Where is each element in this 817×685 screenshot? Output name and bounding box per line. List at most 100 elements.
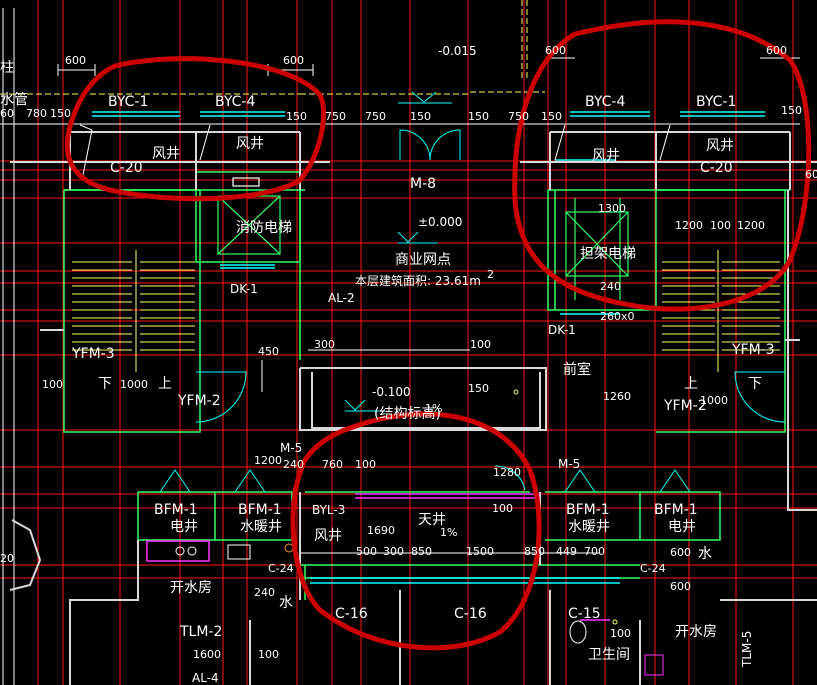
label-m5-left: M-5 [280, 441, 302, 455]
label-stretcher-elevator: 担架电梯 [580, 246, 636, 262]
dim-bottom-1500: 1500 [466, 545, 494, 558]
label-elev-000: ±0.000 [418, 215, 462, 229]
label-m5-right: M-5 [558, 457, 580, 471]
label-area-sup: 2 [487, 268, 494, 281]
dimension-lines [0, 8, 800, 685]
label-fengjing-lower: 风井 [314, 528, 342, 544]
dim-top-600-right-b: 600 [766, 44, 787, 57]
label-bfm1-b: BFM-1 [238, 502, 282, 518]
markup-circles [64, 19, 812, 651]
label-down-left: 下 [98, 376, 112, 392]
dim-bottom-500: 500 [356, 545, 377, 558]
elevation-markers [344, 91, 452, 412]
dim-elev-1300: 1300 [598, 202, 626, 215]
label-pct-1: 1% [440, 526, 457, 539]
dim-stair-100: 100 [710, 219, 731, 232]
label-c24-right: C-24 [640, 562, 666, 575]
dim-stair-1260: 1260 [603, 390, 631, 403]
label-c16-left: C-16 [335, 606, 368, 622]
label-byl3: BYL-3 [312, 503, 345, 517]
dim-top-750-left: 750 [325, 110, 346, 123]
label-fengjing-4: 风井 [706, 138, 734, 154]
dim-bottom-850b: 850 [524, 545, 545, 558]
fixtures [175, 389, 664, 676]
label-bfm1-c: BFM-1 [566, 502, 610, 518]
label-tlm5: TLM-5 [740, 631, 754, 668]
label-fengjing-2: 风井 [236, 136, 264, 152]
dim-lower-240b: 240 [254, 586, 275, 599]
dim-edge-20: 20 [0, 552, 14, 565]
label-c20-left: C-20 [110, 160, 143, 176]
label-byc4-right: BYC-4 [585, 94, 625, 110]
dim-edge-60: 60 [0, 107, 14, 120]
label-edge-top: 柱 [0, 60, 14, 76]
label-dk1-left: DK-1 [230, 282, 258, 296]
dim-top-60-right: 60 [805, 168, 817, 181]
label-shui-right: 水 [698, 546, 712, 562]
dim-edge-100: 100 [42, 378, 63, 391]
label-bfm1-a: BFM-1 [154, 502, 198, 518]
dim-top-600-mid: 600 [283, 54, 304, 67]
label-dianjing-left: 电井 [170, 519, 198, 535]
label-c16-mid: C-16 [454, 606, 487, 622]
dim-elev-260: 260x0 [600, 310, 635, 323]
dim-bottom-850: 850 [411, 545, 432, 558]
dim-stair-1200-a: 1200 [675, 219, 703, 232]
dim-lower-240: 240 [283, 458, 304, 471]
dim-stair-1000-left: 1000 [120, 378, 148, 391]
label-pct-top: 1% [425, 402, 442, 415]
dim-top-600-left: 600 [65, 54, 86, 67]
label-dianjing-right: 电井 [668, 519, 696, 535]
door-swings [159, 129, 786, 493]
dim-lower-100: 100 [355, 458, 376, 471]
dim-stair-1000-right: 1000 [700, 394, 728, 407]
dim-bottom-300: 300 [383, 545, 404, 558]
dim-center-300: 300 [314, 338, 335, 351]
dim-top-600-right-a: 600 [545, 44, 566, 57]
label-yfm3-right: YFM-3 [731, 342, 775, 358]
dim-lower-1200: 1200 [254, 454, 282, 467]
label-kaishui-left: 开水房 [170, 580, 212, 596]
label-dk1-right: DK-1 [548, 323, 576, 337]
dim-top-750-mid: 750 [365, 110, 386, 123]
label-byc4-left: BYC-4 [215, 94, 255, 110]
dim-top-150-left: 150 [286, 110, 307, 123]
dim-lower-100c: 100 [258, 648, 279, 661]
dim-stair-1200-b: 1200 [737, 219, 765, 232]
elevator-stretcher [565, 198, 629, 300]
dim-top-150-a: 150 [410, 110, 431, 123]
label-kaishui-right: 开水房 [675, 624, 717, 640]
label-c20-right: C-20 [700, 160, 733, 176]
label-elev-top: -0.015 [438, 44, 477, 58]
windows-glazing [92, 111, 765, 584]
dim-bottom-449: 449 [556, 545, 577, 558]
label-bfm1-d: BFM-1 [654, 502, 698, 518]
dim-center-450: 450 [258, 345, 279, 358]
dim-lower-1600: 1600 [193, 648, 221, 661]
shaft-details [79, 124, 671, 181]
dim-top-750-b: 750 [508, 110, 529, 123]
label-up-right: 上 [684, 376, 698, 392]
dim-bottom-700: 700 [584, 545, 605, 558]
dim-lower-150: 150 [468, 382, 489, 395]
label-struct-note: (结构标高) [374, 405, 441, 422]
label-al4: AL-4 [192, 671, 219, 685]
dim-lower-600: 600 [670, 546, 691, 559]
label-fengjing-3: 风井 [592, 148, 620, 164]
structural-walls [9, 131, 817, 685]
label-yfm2-left: YFM-2 [177, 393, 221, 409]
label-down-right: 下 [748, 376, 762, 392]
label-weishengjian: 卫生间 [588, 647, 630, 663]
dim-edge-150: 150 [50, 107, 71, 120]
dim-center-100: 100 [470, 338, 491, 351]
label-al2: AL-2 [328, 291, 355, 305]
label-qianshi: 前室 [563, 361, 591, 378]
label-yfm3-left: YFM-3 [71, 346, 115, 362]
label-fire-elevator: 消防电梯 [236, 220, 292, 236]
wall-edges [63, 171, 790, 600]
dim-top-150-b: 150 [468, 110, 489, 123]
dim-top-150-c: 150 [541, 110, 562, 123]
label-shui-left: 水 [279, 595, 293, 611]
dim-lower-100b: 100 [492, 502, 513, 515]
dim-top-150-right: 150 [781, 104, 802, 117]
